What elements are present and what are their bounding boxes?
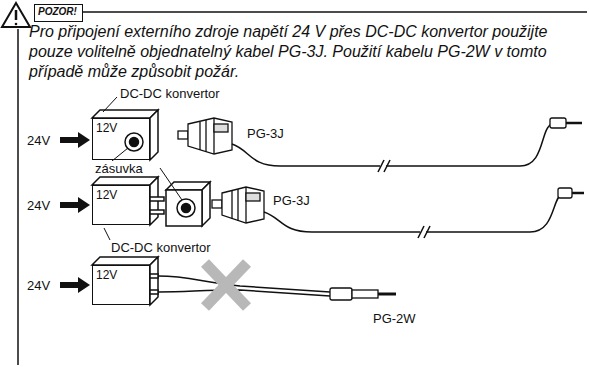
converter-front: 12V [92, 265, 150, 305]
socket-adapter [150, 182, 210, 226]
warning-frame [2, 3, 587, 365]
node-text: 12V [96, 122, 117, 135]
cable-name: PG-2W [372, 311, 417, 326]
prohibition-cross [205, 263, 247, 307]
part-name: DC-DC konvertor [110, 240, 212, 255]
part-name: DC-DC konvertor [119, 86, 221, 101]
converter-body [92, 110, 158, 305]
node-text: 12V [96, 269, 117, 282]
voltage-label: 24V [26, 198, 51, 213]
voltage-label: 24V [26, 133, 51, 148]
input-arrow [60, 132, 90, 293]
warning-tag: POZOR! [34, 4, 83, 22]
pg2w-plug [330, 288, 396, 300]
node-text: 12V [96, 189, 117, 202]
cable-name: PG-3J [272, 193, 311, 208]
part-name: zásuvka [94, 161, 144, 176]
cable-name: PG-3J [246, 126, 285, 141]
converter-front: 12V [92, 118, 150, 160]
cable [232, 124, 562, 238]
jack-plug [550, 118, 584, 198]
voltage-label: 24V [26, 278, 51, 293]
converter-front: 12V [92, 185, 150, 225]
warning-note: Pro připojení externího zdroje napětí 24… [28, 22, 582, 82]
node-text: POZOR! [38, 6, 77, 18]
